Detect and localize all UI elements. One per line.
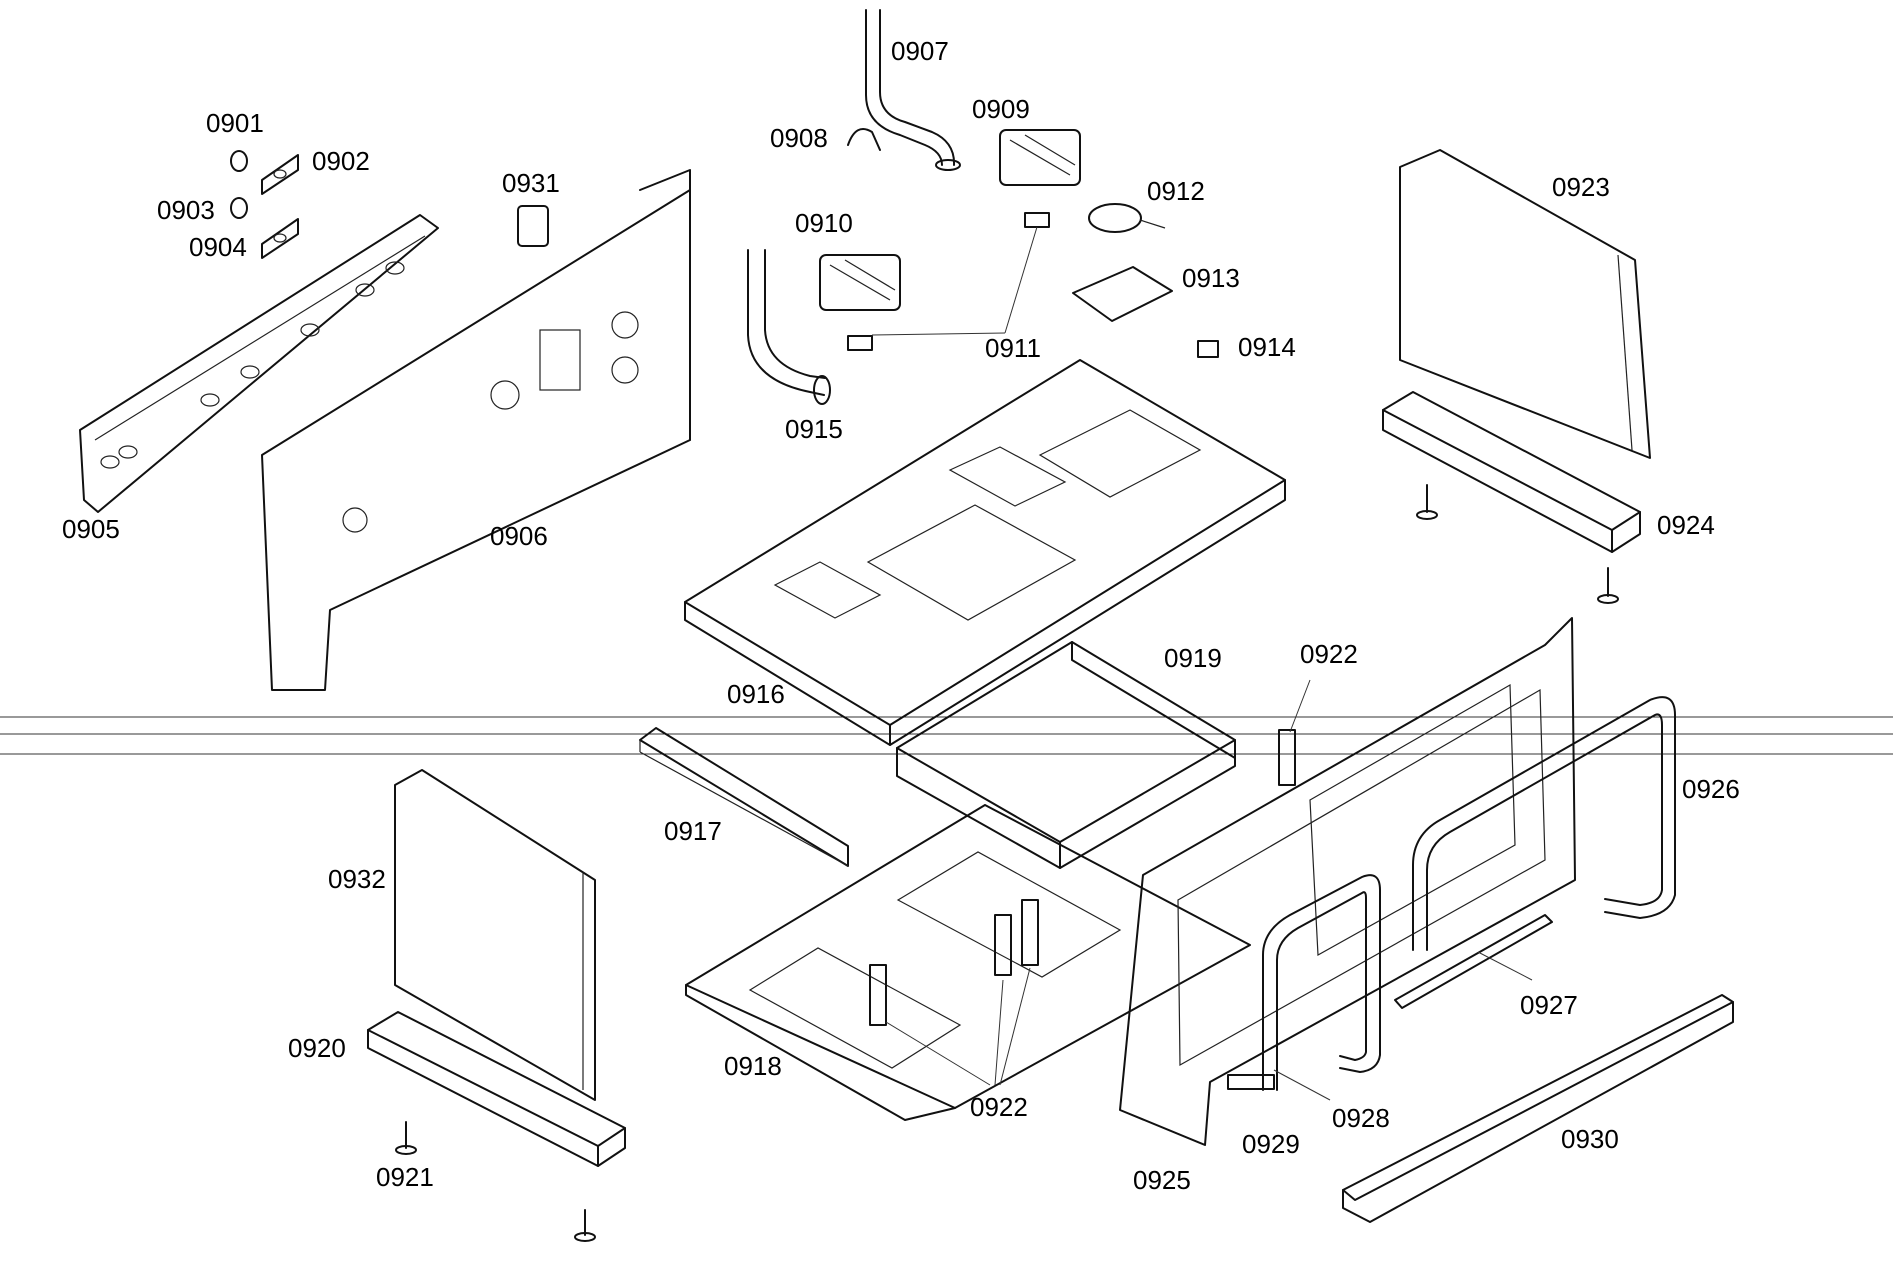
label-0930: 0930 — [1561, 1124, 1619, 1154]
label-0922-lower: 0922 — [970, 1092, 1028, 1122]
label-0928: 0928 — [1332, 1103, 1390, 1133]
part-0903-knob — [230, 197, 248, 219]
label-0915: 0915 — [785, 414, 843, 444]
label-0910: 0910 — [795, 208, 853, 238]
part-0907-tube — [865, 9, 961, 171]
label-0917: 0917 — [664, 816, 722, 846]
part-0905-control-panel — [79, 214, 439, 513]
part-0910-fan-motor — [819, 254, 901, 311]
part-0901-knob — [230, 150, 248, 172]
part-0920-kick-plate — [367, 1011, 626, 1167]
part-0927-rail — [1394, 914, 1553, 1009]
part-0924-kick-plate — [1382, 391, 1641, 604]
part-0912-thermostat — [1088, 203, 1166, 233]
part-0908-clamp — [847, 128, 881, 151]
part-0914-connector — [1197, 340, 1219, 358]
label-0923: 0923 — [1552, 172, 1610, 202]
part-0921-leveling-leg — [395, 1121, 596, 1242]
part-0922-bracket-lower — [869, 899, 1039, 1086]
part-0919-tray — [896, 641, 1236, 869]
part-0909-fan-motor — [999, 129, 1081, 186]
label-0902: 0902 — [312, 146, 370, 176]
label-0921: 0921 — [376, 1162, 434, 1192]
part-0931-valve — [517, 205, 549, 247]
part-0930-bottom-trim — [1342, 994, 1734, 1223]
part-0932-side-panel — [394, 769, 596, 1101]
part-0923-side-panel — [1399, 149, 1651, 459]
label-0926: 0926 — [1682, 774, 1740, 804]
label-0932: 0932 — [328, 864, 386, 894]
label-0903: 0903 — [157, 195, 215, 225]
part-0928-clip — [1227, 1069, 1331, 1101]
label-0908: 0908 — [770, 123, 828, 153]
part-0929-handle — [1262, 874, 1381, 1091]
label-0929: 0929 — [1242, 1129, 1300, 1159]
label-0918: 0918 — [724, 1051, 782, 1081]
label-0925: 0925 — [1133, 1165, 1191, 1195]
label-0916: 0916 — [727, 679, 785, 709]
label-0913: 0913 — [1182, 263, 1240, 293]
label-0901: 0901 — [206, 108, 264, 138]
part-0911-sensor — [847, 212, 1050, 351]
label-0912: 0912 — [1147, 176, 1205, 206]
label-0907: 0907 — [891, 36, 949, 66]
label-0924: 0924 — [1657, 510, 1715, 540]
part-0915-hose — [747, 249, 831, 405]
label-0904: 0904 — [189, 232, 247, 262]
part-0922-bracket-upper — [1278, 679, 1311, 786]
label-0909: 0909 — [972, 94, 1030, 124]
label-0906: 0906 — [490, 521, 548, 551]
label-0922-upper: 0922 — [1300, 639, 1358, 669]
label-0919: 0919 — [1164, 643, 1222, 673]
label-0920: 0920 — [288, 1033, 346, 1063]
part-0904-escutcheon — [261, 218, 299, 259]
part-0917-trim — [639, 727, 849, 867]
part-0925-front-frame — [1119, 617, 1576, 1146]
part-0902-escutcheon — [261, 154, 299, 195]
part-labels: 0901 0902 0903 0904 0905 0906 0907 0908 … — [62, 36, 1740, 1195]
part-0906-panel — [261, 169, 691, 691]
part-0913-bracket — [1072, 266, 1173, 322]
label-0905: 0905 — [62, 514, 120, 544]
label-0914: 0914 — [1238, 332, 1296, 362]
label-0927: 0927 — [1520, 990, 1578, 1020]
label-0911: 0911 — [985, 333, 1041, 363]
label-0931: 0931 — [502, 168, 560, 198]
part-0926-handle — [1412, 696, 1676, 951]
part-0916-cooktop-base — [684, 359, 1286, 746]
